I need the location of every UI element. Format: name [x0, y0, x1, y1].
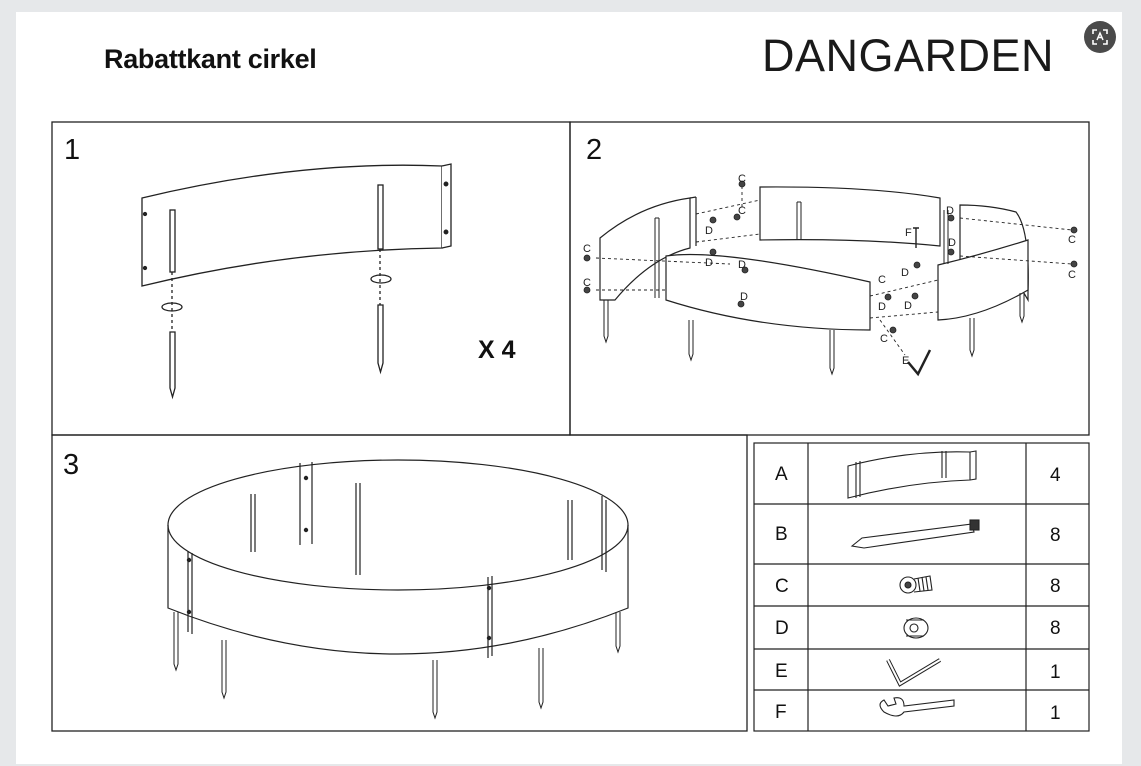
step-2-illustration: [583, 180, 1078, 377]
part-d-qty: 8: [1050, 618, 1061, 639]
part-c-letter: C: [775, 576, 789, 597]
step-3-number: 3: [63, 449, 79, 481]
svg-text:D: D: [738, 259, 746, 271]
quantity-multiplier: X 4: [478, 336, 516, 364]
svg-text:C: C: [878, 274, 886, 286]
svg-text:C: C: [583, 277, 591, 289]
svg-text:E: E: [902, 355, 909, 367]
svg-text:D: D: [740, 291, 748, 303]
svg-text:C: C: [880, 333, 888, 345]
part-a-letter: A: [775, 464, 788, 485]
step-1-number: 1: [64, 134, 80, 166]
hex-key-icon: [886, 658, 942, 687]
step-3-illustration: [167, 459, 629, 720]
part-f-qty: 1: [1050, 703, 1061, 724]
instruction-sheet: [16, 12, 1122, 764]
svg-text:F: F: [905, 227, 912, 239]
svg-text:D: D: [948, 237, 956, 249]
step-2-frame: [569, 121, 1090, 436]
part-d-letter: D: [775, 618, 789, 639]
ground-stake-icon: [850, 519, 980, 549]
svg-text:D: D: [705, 257, 713, 269]
part-a-qty: 4: [1050, 465, 1061, 486]
part-c-qty: 8: [1050, 576, 1061, 597]
part-e-letter: E: [775, 661, 788, 682]
parts-list-table: [753, 442, 1090, 732]
part-e-qty: 1: [1050, 662, 1061, 683]
svg-text:C: C: [738, 205, 746, 217]
document-title: Rabattkant cirkel: [104, 44, 317, 74]
edging-panel-icon: [847, 450, 977, 499]
step-2-part-labels: C C D D C C D D D D D F C C D D C C E: [583, 173, 1076, 367]
svg-text:C: C: [1068, 234, 1076, 246]
step-3-frame: [51, 434, 748, 732]
parts-list-letters: A B C D E F: [775, 464, 789, 723]
visual-search-icon[interactable]: [1084, 21, 1116, 53]
part-b-qty: 8: [1050, 525, 1061, 546]
svg-text:D: D: [878, 301, 886, 313]
svg-text:C: C: [583, 243, 591, 255]
svg-text:D: D: [904, 300, 912, 312]
svg-text:C: C: [1068, 269, 1076, 281]
parts-list-quantities: 4 8 8 8 1 1: [1050, 465, 1061, 724]
part-b-letter: B: [775, 524, 788, 545]
svg-text:D: D: [946, 205, 954, 217]
brand-logo: DANGARDEN: [762, 30, 1055, 81]
part-f-letter: F: [775, 702, 787, 723]
step-1-illustration: [141, 163, 452, 400]
svg-text:D: D: [901, 267, 909, 279]
wrench-icon: [879, 697, 955, 717]
nut-icon: [903, 617, 929, 639]
svg-text:D: D: [705, 225, 713, 237]
step-2-number: 2: [586, 134, 602, 166]
svg-text:C: C: [738, 173, 746, 185]
bolt-icon: [899, 575, 933, 594]
